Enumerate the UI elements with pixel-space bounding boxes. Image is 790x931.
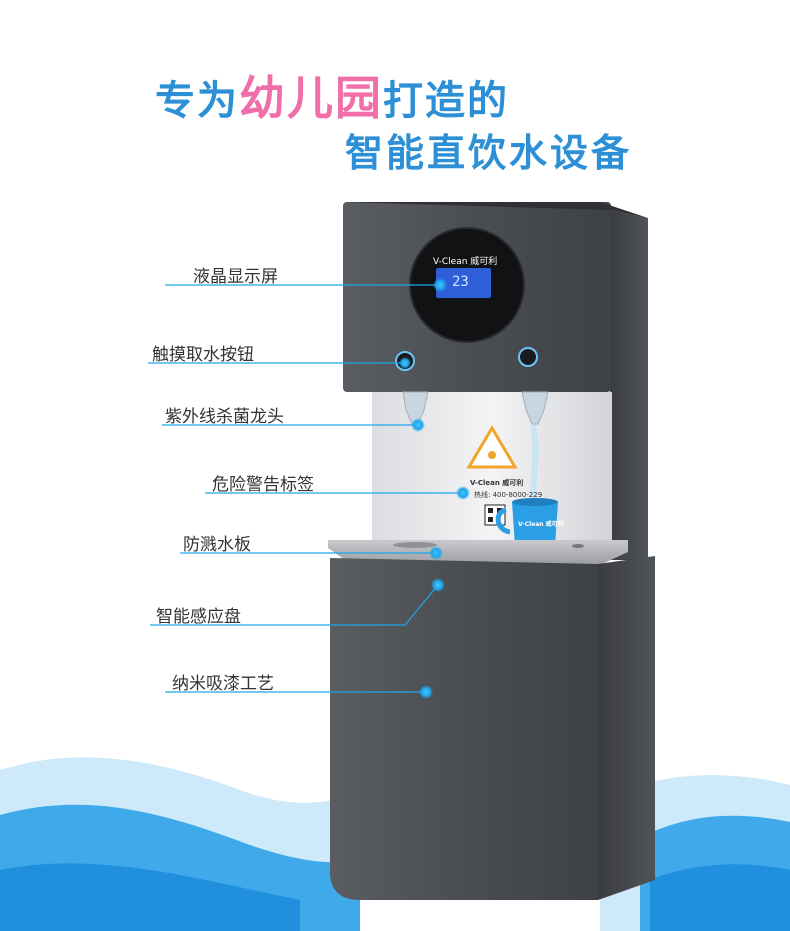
headline-line-2: 智能直饮水设备 bbox=[345, 131, 633, 175]
faucets bbox=[402, 391, 549, 521]
dot-uv bbox=[411, 418, 425, 432]
callout-line-sensor bbox=[150, 584, 439, 626]
dot-splash bbox=[429, 546, 443, 560]
callout-dots bbox=[399, 278, 470, 699]
dot-paint bbox=[419, 685, 433, 699]
label-warning: 危险警告标签 bbox=[212, 475, 314, 495]
label-lcd: 液晶显示屏 bbox=[193, 267, 278, 287]
panel-brand: V-Clean 威可利 bbox=[470, 479, 524, 487]
lcd-screen bbox=[436, 268, 491, 298]
label-sensor: 智能感应盘 bbox=[156, 607, 241, 627]
blue-mug bbox=[495, 498, 558, 546]
hotline-text: 热线: 400-8000-229 bbox=[474, 491, 543, 499]
headline-line-1: 专为幼儿园打造的 bbox=[155, 71, 509, 125]
mug-brand: V-Clean 威可利 bbox=[518, 521, 564, 528]
display-brand: V-Clean 威可利 bbox=[433, 257, 498, 267]
label-touch: 触摸取水按钮 bbox=[152, 345, 254, 365]
dot-lcd bbox=[433, 278, 447, 292]
dot-touch bbox=[399, 357, 411, 369]
dot-sensor bbox=[431, 578, 445, 592]
label-uv: 紫外线杀菌龙头 bbox=[165, 407, 284, 427]
label-paint: 纳米吸漆工艺 bbox=[172, 674, 274, 694]
dot-warning bbox=[456, 486, 470, 500]
drip-tray-shelf bbox=[328, 540, 628, 565]
label-splash: 防溅水板 bbox=[183, 535, 251, 555]
headline: 专为幼儿园打造的 智能直饮水设备 bbox=[0, 62, 790, 175]
warning-label bbox=[466, 425, 518, 469]
qr-code bbox=[484, 504, 506, 526]
lower-cabinet bbox=[330, 556, 655, 900]
headline-highlight: 幼儿园 bbox=[239, 71, 383, 125]
lcd-reading: 23 bbox=[452, 274, 469, 290]
callout-lines bbox=[148, 284, 463, 693]
touch-button-right bbox=[518, 347, 538, 367]
